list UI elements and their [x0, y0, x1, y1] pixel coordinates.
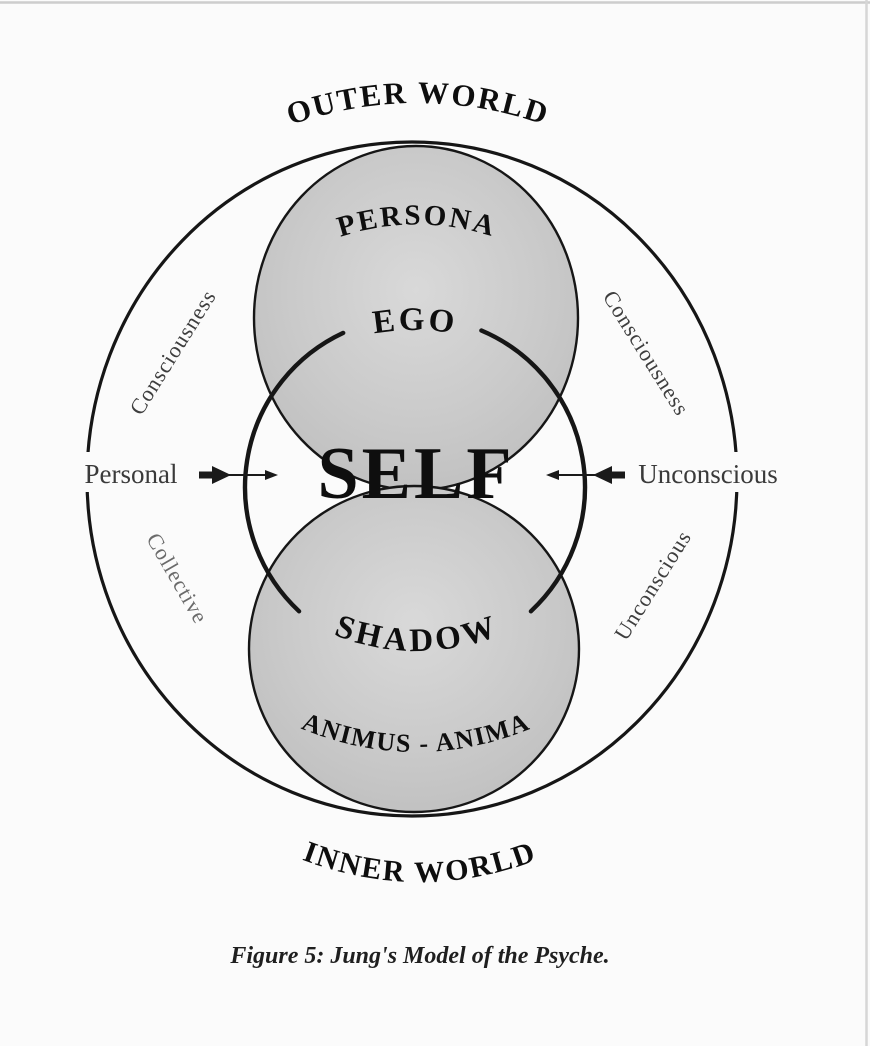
unconscious-arrow-big-head-icon — [593, 466, 612, 484]
shadow-anima-circle — [247, 484, 581, 814]
unconscious-label: Unconscious — [638, 459, 777, 489]
ego-label: EGO — [370, 302, 459, 341]
personal-label: Personal — [85, 459, 178, 489]
self-label: SELF — [317, 433, 514, 515]
personal-arrow — [199, 466, 278, 484]
collective-label: Collective — [142, 529, 214, 628]
personal-arrow-big-head-icon — [212, 466, 231, 484]
consciousness-right-label: Consciousness — [598, 286, 695, 420]
inner-world-label: INNER WORLD — [299, 835, 540, 889]
self-circle-arc-left — [242, 330, 346, 614]
personal-label-background — [66, 452, 196, 492]
unconscious-label-background — [616, 452, 798, 492]
unconscious-side-label: Unconscious — [609, 526, 696, 645]
unconscious-arrow-head-icon — [546, 470, 559, 480]
consciousness-left-label: Consciousness — [124, 285, 221, 419]
figure-caption: Figure 5: Jung's Model of the Psyche. — [229, 943, 609, 969]
personal-arrow-head-icon — [265, 470, 278, 480]
outer-world-label: OUTER WORLD — [282, 75, 554, 132]
self-circle-arc-right — [479, 328, 588, 614]
unconscious-arrow — [546, 466, 625, 484]
